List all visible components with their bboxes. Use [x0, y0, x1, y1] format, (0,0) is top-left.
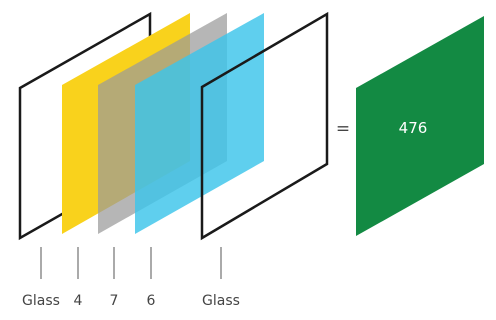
layer-label-glass-front: Glass — [22, 293, 60, 309]
layer-label-glass-back: Glass — [202, 293, 240, 309]
layer-label-film-6: 6 — [147, 293, 156, 309]
result-panel — [356, 16, 484, 236]
glass-panel-back — [200, 11, 329, 241]
layer-label-film-7: 7 — [110, 293, 119, 309]
result-label: 476 — [399, 119, 428, 137]
layer-label-film-4: 4 — [74, 293, 83, 309]
equals-sign: = — [336, 119, 350, 139]
